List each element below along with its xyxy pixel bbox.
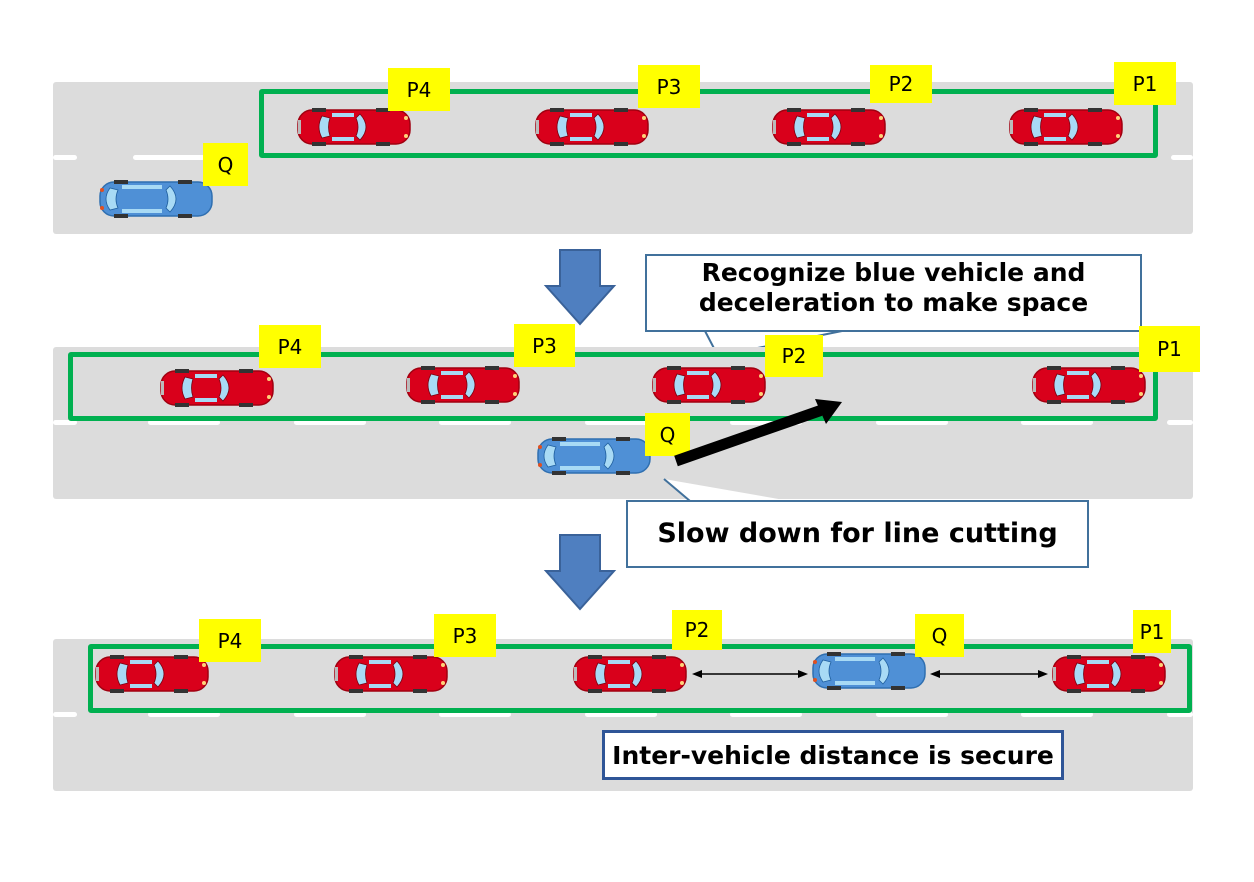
tag-p2: P2 — [672, 610, 722, 650]
tag-p3: P3 — [514, 324, 575, 367]
platoon-box — [88, 644, 1192, 713]
callout-slow-down: Slow down for line cutting — [626, 500, 1089, 568]
red-car-p2 — [652, 365, 766, 405]
lane-mark — [294, 420, 366, 425]
tag-q: Q — [645, 413, 690, 456]
lane-mark — [585, 420, 657, 425]
red-car-p3 — [334, 654, 448, 694]
lane-mark — [1021, 420, 1093, 425]
platoon-box — [259, 89, 1158, 158]
red-car-p4 — [160, 368, 274, 408]
red-car-p3 — [535, 107, 649, 147]
red-car-p4 — [95, 654, 209, 694]
lane-mark — [876, 420, 948, 425]
blue-car-q — [812, 651, 926, 691]
lane-mark — [585, 712, 657, 717]
lane-mark — [133, 155, 205, 160]
lane-mark — [53, 155, 77, 160]
lane-mark — [148, 712, 220, 717]
lane-mark — [1167, 420, 1193, 425]
tag-p1: P1 — [1139, 326, 1200, 372]
lane-mark — [439, 420, 511, 425]
tag-p1: P1 — [1114, 62, 1176, 105]
tag-p3: P3 — [434, 614, 496, 657]
lane-mark — [730, 712, 802, 717]
tag-p4: P4 — [259, 325, 321, 368]
blue-car-q — [99, 179, 213, 219]
step-arrow-down-icon — [543, 534, 617, 611]
platoon-box — [68, 352, 1158, 421]
blue-car-q — [537, 436, 651, 476]
step-arrow-down-icon — [543, 249, 617, 326]
tag-p4: P4 — [388, 68, 450, 111]
lane-divider — [53, 712, 1193, 718]
red-car-p3 — [406, 365, 520, 405]
red-car-p4 — [297, 107, 411, 147]
red-car-p1 — [1032, 365, 1146, 405]
callout-line-2: deceleration to make space — [698, 288, 1089, 317]
lane-mark — [294, 712, 366, 717]
tag-p1: P1 — [1133, 610, 1171, 653]
red-car-p2 — [573, 654, 687, 694]
lane-mark — [876, 712, 948, 717]
lane-mark — [1167, 712, 1193, 717]
tag-p2: P2 — [870, 65, 932, 103]
lane-mark — [1021, 712, 1093, 717]
red-car-p1 — [1009, 107, 1123, 147]
tag-p4: P4 — [199, 619, 261, 662]
result-label: Inter-vehicle distance is secure — [602, 730, 1064, 780]
red-car-p1 — [1052, 654, 1166, 694]
tag-q: Q — [203, 143, 248, 186]
lane-mark — [439, 712, 511, 717]
tag-q: Q — [915, 614, 964, 657]
lane-divider — [53, 155, 1193, 161]
callout-platoon-deceleration: Recognize blue vehicle and deceleration … — [645, 254, 1142, 332]
callout-line-1: Recognize blue vehicle and — [701, 258, 1086, 287]
lane-mark — [53, 712, 77, 717]
lane-mark — [53, 420, 77, 425]
lane-mark — [148, 420, 220, 425]
lane-mark — [1171, 155, 1193, 160]
red-car-p2 — [772, 107, 886, 147]
tag-p2: P2 — [765, 335, 823, 377]
tag-p3: P3 — [638, 65, 700, 108]
